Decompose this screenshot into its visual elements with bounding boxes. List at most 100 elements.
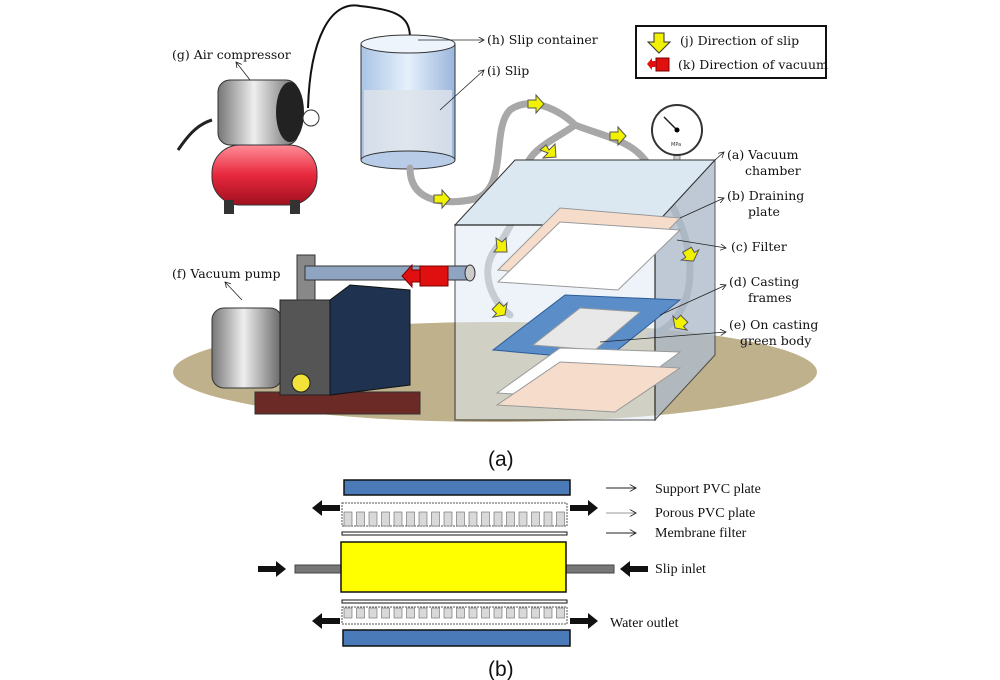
pore xyxy=(456,511,465,527)
label-vacuum-chamber-2: chamber xyxy=(745,163,801,178)
pore xyxy=(543,607,553,619)
air-compressor xyxy=(176,79,320,214)
pore xyxy=(393,607,403,619)
label-air-compressor: (g) Air compressor xyxy=(172,47,291,62)
label-membrane-filter: Membrane filter xyxy=(655,526,747,541)
pore xyxy=(406,511,415,527)
pore xyxy=(356,511,365,527)
pore xyxy=(431,511,440,527)
membrane-filter-top xyxy=(341,531,568,536)
label-water-outlet: Water outlet xyxy=(610,616,679,631)
slip-arrow xyxy=(493,236,508,253)
leader-lines xyxy=(225,40,726,343)
slip-inlet-arrow xyxy=(258,561,286,577)
label-vacuum-pump: (f) Vacuum pump xyxy=(172,266,281,281)
pore xyxy=(531,607,540,619)
legend-slip-arrow-icon xyxy=(646,32,672,54)
legend-vacuum-arrow-icon xyxy=(647,57,670,72)
cross-section xyxy=(294,479,615,647)
slip-arrow xyxy=(609,125,627,147)
label-casting-frames-2: frames xyxy=(748,290,792,305)
air-hose xyxy=(307,4,411,109)
label-porous-pvc-plate: Porous PVC plate xyxy=(655,506,755,521)
slip-inlet-arrow xyxy=(620,561,648,577)
pore xyxy=(406,607,415,619)
label-green-body: (e) On casting xyxy=(729,317,818,332)
support-plate-top xyxy=(343,479,571,496)
slip-arrow xyxy=(539,142,557,159)
pore xyxy=(543,511,553,527)
water-outlet-arrow xyxy=(312,500,340,516)
pore xyxy=(493,511,503,527)
pore xyxy=(468,607,478,619)
pore xyxy=(506,511,515,527)
draining-plate-top xyxy=(496,207,682,291)
pore xyxy=(431,607,440,619)
slip-arrow xyxy=(679,246,700,262)
vacuum-pump xyxy=(211,254,476,415)
slip-direction-arrows xyxy=(433,93,700,331)
label-support-pvc-plate: Support PVC plate xyxy=(655,482,761,497)
caption-b: (b) xyxy=(488,658,514,680)
label-vacuum-chamber: (a) Vacuum xyxy=(727,147,799,162)
pore xyxy=(506,607,515,619)
water-outlet-arrow xyxy=(312,613,340,629)
pore xyxy=(556,511,565,527)
label-filter: (c) Filter xyxy=(731,239,787,254)
label-casting-frames: (d) Casting xyxy=(729,274,799,289)
pore xyxy=(343,607,353,619)
flow-arrows xyxy=(258,500,648,629)
pore xyxy=(418,511,428,527)
slip-container xyxy=(360,34,456,170)
pore xyxy=(456,607,465,619)
draining-plate-bottom xyxy=(495,347,682,413)
label-green-body-2: green body xyxy=(740,333,812,348)
label-slip-container: (h) Slip container xyxy=(487,32,598,47)
pore xyxy=(393,511,403,527)
pores-bottom xyxy=(343,607,565,619)
pore xyxy=(356,607,365,619)
gauge-unit: MPa xyxy=(671,142,681,148)
slip-arrow xyxy=(433,188,451,210)
legend: (j) Direction of slip (k) Direction of v… xyxy=(635,25,828,79)
label-draining-plate-2: plate xyxy=(748,204,780,219)
legend-slip-direction: (j) Direction of slip xyxy=(680,33,799,48)
water-outlet-arrow xyxy=(570,613,598,629)
slip-arrow xyxy=(527,93,545,115)
pore xyxy=(493,607,503,619)
water-outlet-arrow xyxy=(570,500,598,516)
label-slip: (i) Slip xyxy=(487,63,529,78)
pores-top xyxy=(343,511,565,527)
membrane-filter-bottom xyxy=(341,599,568,604)
pore xyxy=(381,607,390,619)
pore xyxy=(518,607,528,619)
pore xyxy=(368,511,378,527)
caption-a: (a) xyxy=(488,448,514,471)
slip-cavity xyxy=(340,541,567,593)
pore xyxy=(468,511,478,527)
b-leader-lines xyxy=(606,488,636,533)
pore xyxy=(443,607,453,619)
legend-vacuum-direction: (k) Direction of vacuum xyxy=(678,57,828,72)
pore xyxy=(368,607,378,619)
slip-inlet-rod-left xyxy=(294,564,342,574)
slip-inlet-rod-right xyxy=(565,564,615,574)
pore xyxy=(481,511,490,527)
pore xyxy=(418,607,428,619)
label-draining-plate: (b) Draining xyxy=(727,188,804,203)
pore xyxy=(481,607,490,619)
pore xyxy=(518,511,528,527)
slip-arrow xyxy=(672,314,689,331)
pore xyxy=(531,511,540,527)
vacuum-direction-arrow xyxy=(401,263,449,289)
casting-frames xyxy=(491,294,682,361)
support-plate-bottom xyxy=(342,629,571,647)
label-slip-inlet: Slip inlet xyxy=(655,562,706,577)
pore xyxy=(343,511,353,527)
pore xyxy=(556,607,565,619)
pore xyxy=(443,511,453,527)
pore xyxy=(381,511,390,527)
slip-arrow xyxy=(491,301,508,318)
